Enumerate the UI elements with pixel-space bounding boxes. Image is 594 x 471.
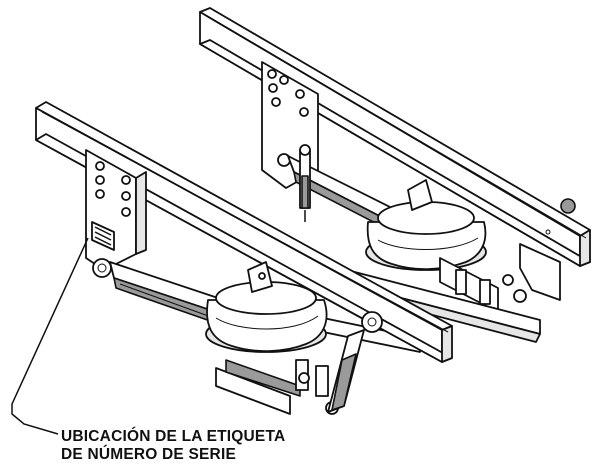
serial-label-callout: UBICACIÓN DE LA ETIQUETA DE NÚMERO DE SE… [61, 428, 285, 464]
callout-leader-line [11, 237, 89, 435]
callout-line-2: DE NÚMERO DE SERIE [61, 446, 236, 463]
rear-air-spring [365, 179, 487, 271]
rear-right-bracket [519, 198, 576, 301]
callout-line-1: UBICACIÓN DE LA ETIQUETA [61, 428, 286, 445]
front-axle-seat [215, 359, 339, 415]
rear-shock-absorber [299, 144, 311, 222]
serial-number-label-plate [91, 221, 115, 251]
front-air-spring [205, 261, 328, 353]
front-shock-absorber [327, 311, 383, 413]
